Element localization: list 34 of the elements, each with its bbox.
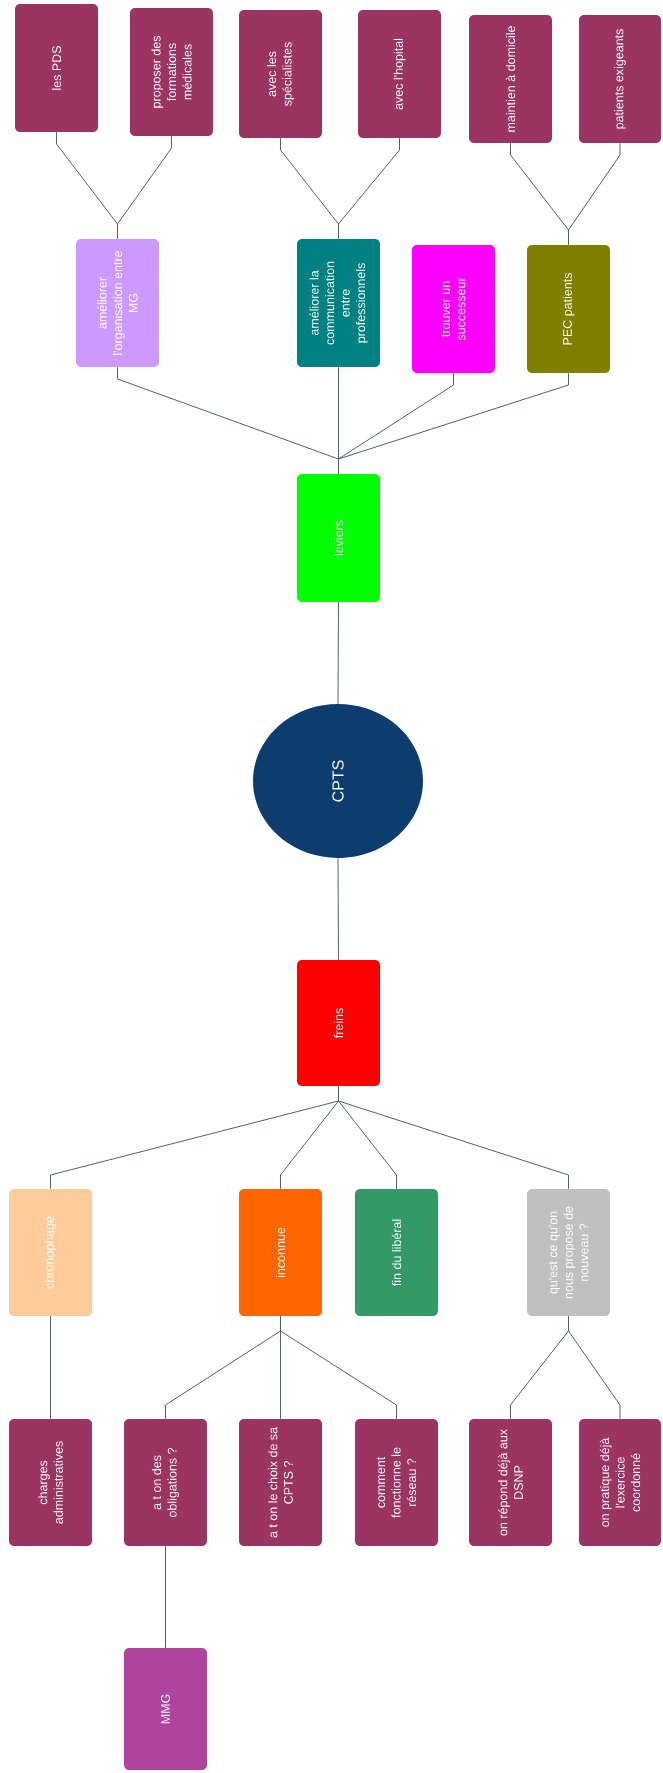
connector-line [338, 1085, 569, 1190]
connector-line [117, 135, 172, 240]
topic-box: les PDS [15, 4, 98, 132]
topic-box: améliorer la communication entre professionnels [297, 239, 380, 367]
topic-box: avec les spécialistes [239, 10, 322, 138]
connector-line [337, 857, 339, 961]
topic-box: charges administratives [9, 1419, 92, 1546]
connector-line [280, 1315, 397, 1420]
connector-line [337, 601, 339, 705]
topic-box: a t on des obligations ? [124, 1419, 207, 1546]
connector-line [165, 1545, 166, 1649]
topic-box: proposer des formations médicales [130, 8, 213, 136]
topic-box: on répond déjà aux DSNP [469, 1419, 552, 1546]
topic-box: patients exigeants [579, 15, 661, 143]
topic-box: avec l'hopital [358, 10, 441, 138]
topic-box: comment fonctionne le réseau ? [355, 1419, 438, 1546]
topic-box: PEC patients [527, 245, 610, 373]
topic-box: inconnue [239, 1189, 322, 1316]
topic-box: fin du libéral [355, 1189, 438, 1316]
topic-box: leviers [297, 474, 380, 602]
topic-box: freins [297, 960, 380, 1086]
topic-box: chronophage [9, 1189, 92, 1316]
topic-box: MMG [124, 1648, 207, 1770]
topic-box: on pratique déjà l'exercice coordonné [579, 1419, 661, 1546]
topic-box: maintien à domicile [469, 15, 552, 143]
connector-line [338, 372, 569, 475]
topic-box: trouver un successeur [412, 245, 495, 373]
connector-line [568, 142, 621, 246]
connector-line [568, 1315, 621, 1420]
topic-box: a t on le choix de sa CPTS ? [239, 1419, 322, 1546]
connector-line [50, 1315, 51, 1420]
connector-line [338, 137, 400, 240]
topic-box: améliorer l'organisation entre MG [76, 239, 159, 367]
topic-box: qu'est ce qu'on nous propose de nouveau ? [527, 1189, 610, 1316]
